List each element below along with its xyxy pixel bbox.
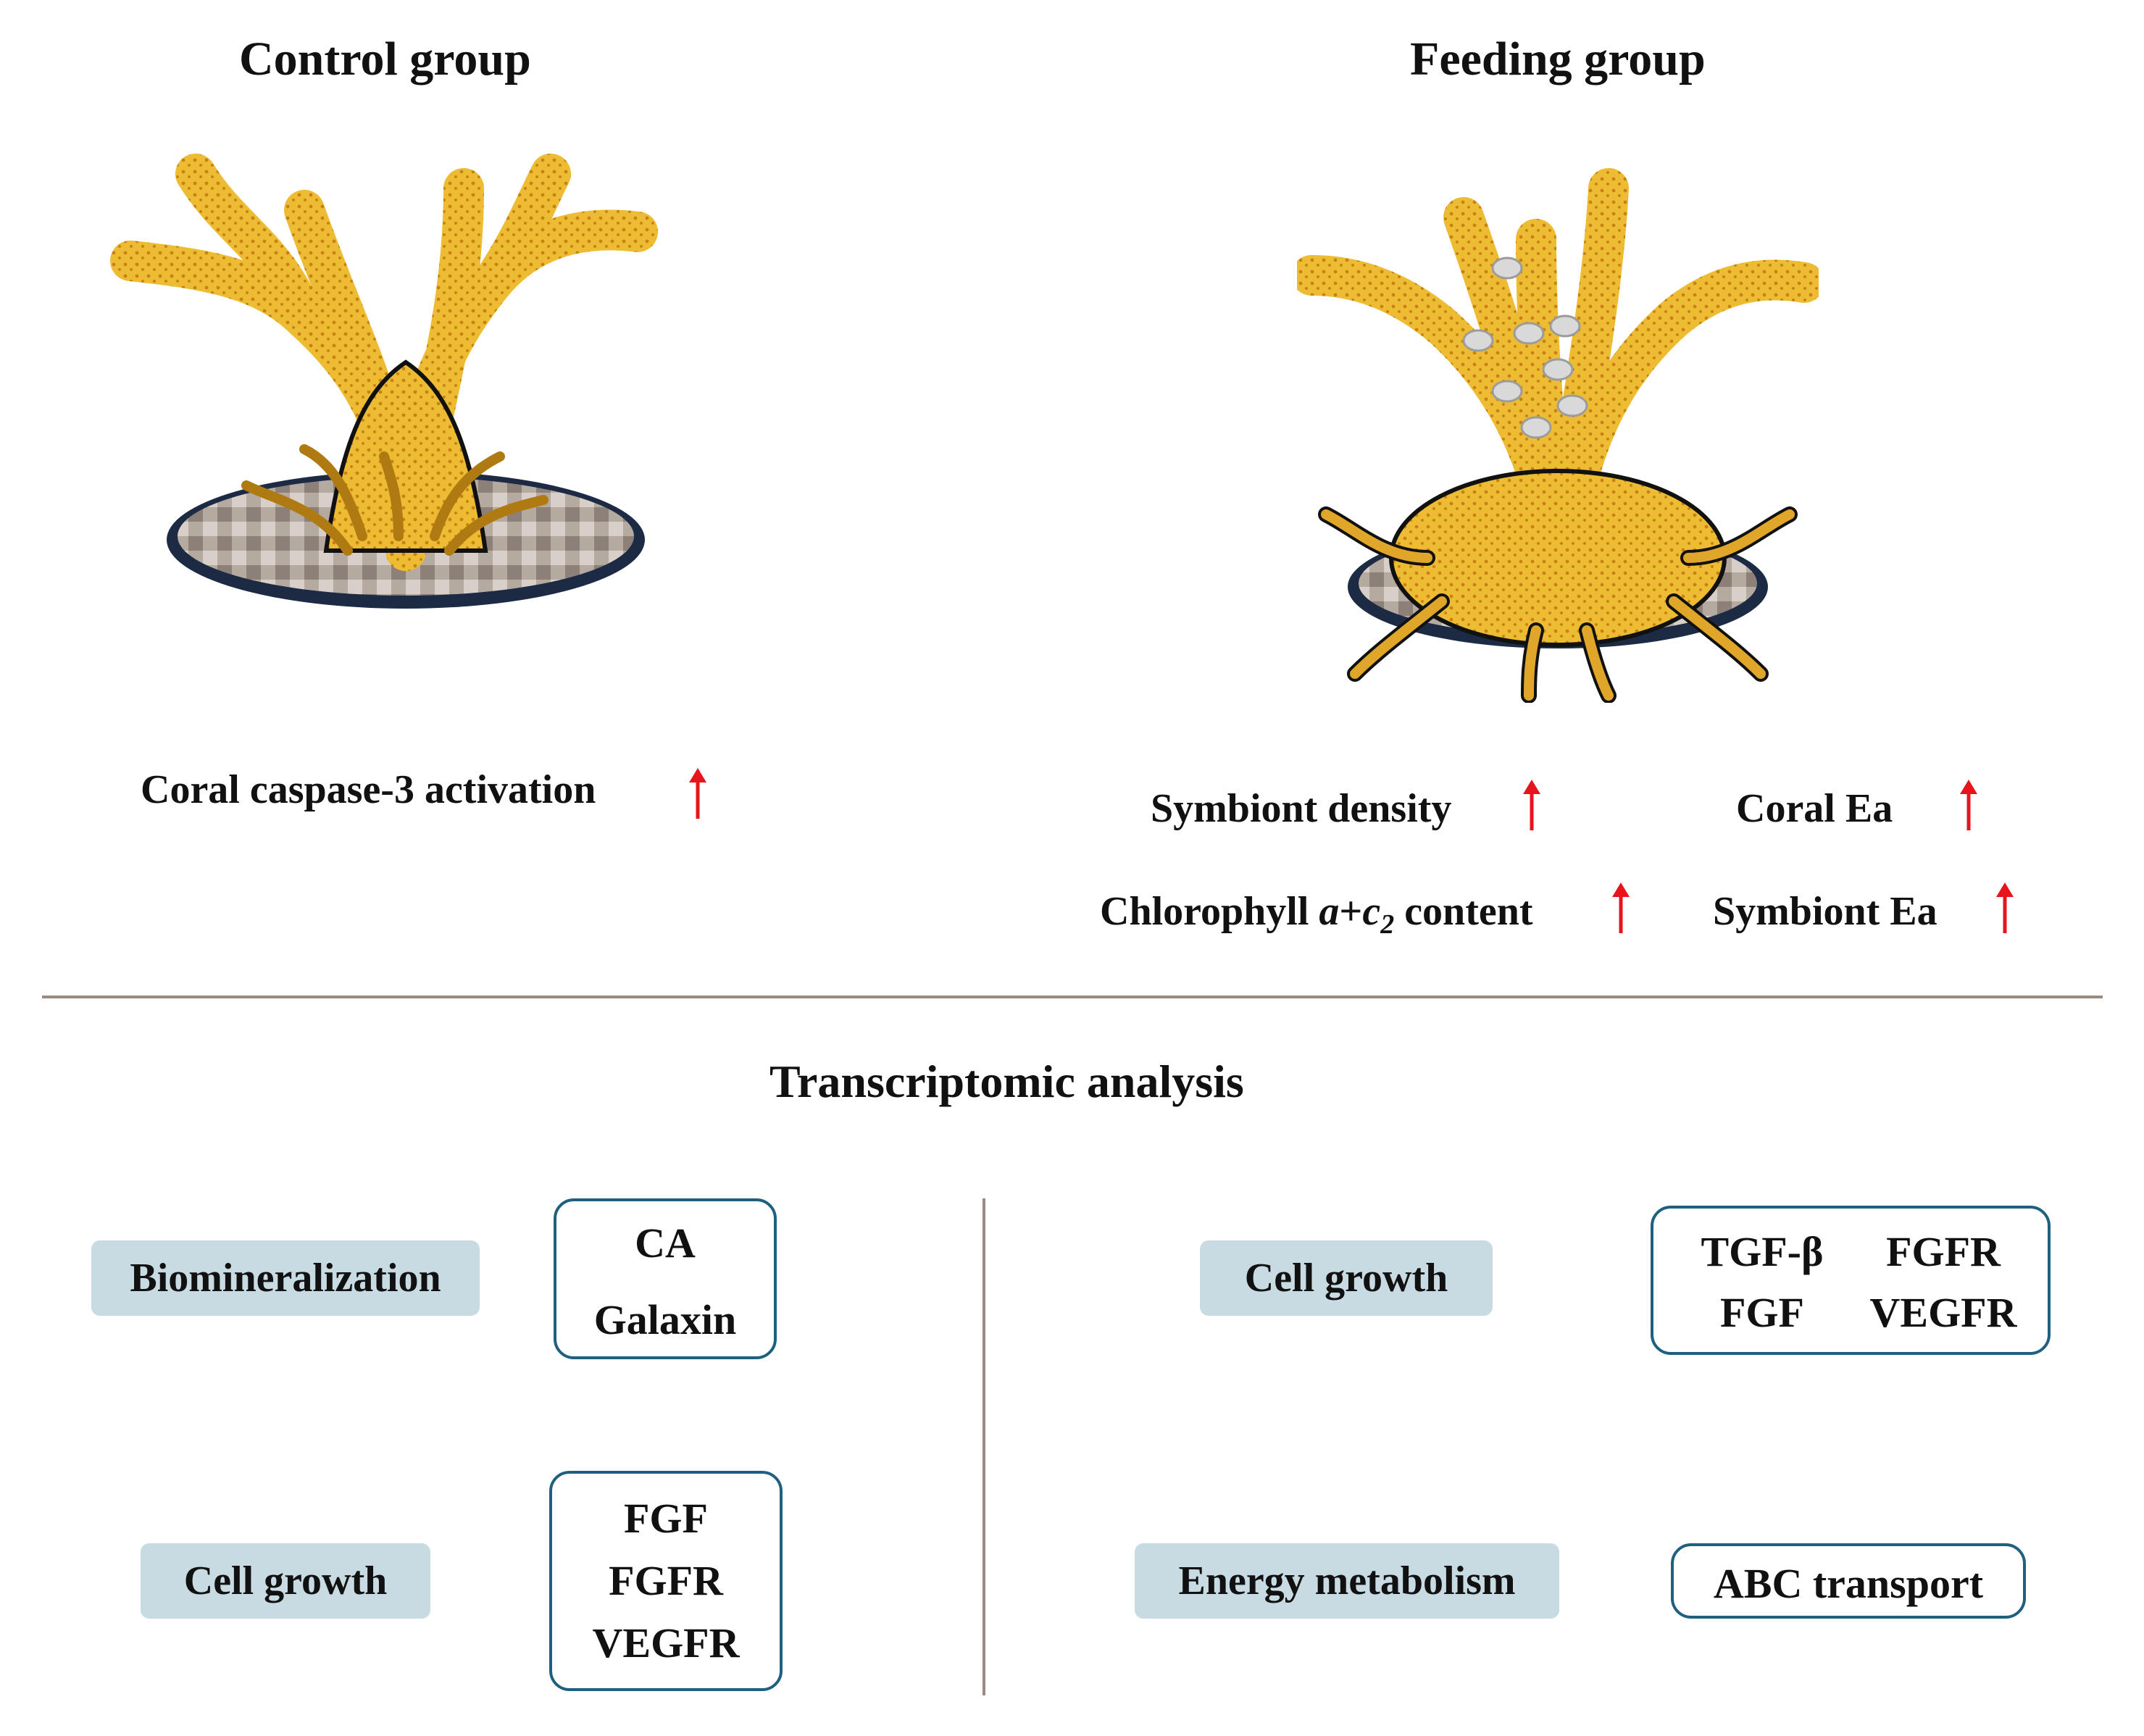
gene-label: FGFR [609,1557,723,1604]
control-coral-illustration [110,154,658,609]
control-group-title: Control group [239,33,531,85]
feeding-effect-1-up-arrow [1523,780,1540,830]
gene-label: TGF-β [1701,1228,1824,1275]
category-cell-growth-feeding: Cell growth [1200,1240,1493,1316]
feeding-effect-chlorophyll: Chlorophyll a+c2 content [1100,889,1533,940]
feeding-effect-symbiont-ea: Symbiont Ea [1713,889,1937,934]
feeding-effect-symbiont-density: Symbiont density [1151,786,1452,831]
gene-label: VEGFR [592,1619,740,1666]
gene-box-cell-growth-feeding: TGF-β FGFR FGF VEGFR [1651,1206,2051,1355]
transcriptomic-title: Transcriptomic analysis [769,1056,1244,1107]
feeding-effect-4-up-arrow [1996,882,2014,933]
feeding-effect-2-up-arrow [1960,780,1977,830]
feeding-group-title: Feeding group [1410,33,1706,85]
control-effect-label: Coral caspase-3 activation [141,767,596,812]
gene-box-energy-metabolism: ABC transport [1671,1543,2026,1619]
gene-label: FGF [624,1495,708,1542]
gene-box-biomineralization: CA Galaxin [554,1198,777,1359]
category-energy-metabolism: Energy metabolism [1135,1543,1559,1619]
feeding-effect-coral-ea: Coral Ea [1736,786,1893,831]
horizontal-divider [42,996,2103,998]
gene-label: ABC transport [1713,1560,1984,1607]
gene-label: CA [635,1219,696,1266]
category-cell-growth-control: Cell growth [141,1543,430,1619]
gene-label: FGF [1720,1289,1804,1336]
gene-box-cell-growth-control: FGF FGFR VEGFR [549,1471,783,1691]
vertical-divider [983,1198,985,1695]
gene-label: VEGFR [1869,1289,2017,1336]
feeding-coral-illustration [1297,168,1819,703]
control-effect-up-arrow [689,768,706,819]
feeding-effect-3-up-arrow [1612,882,1630,933]
gene-label: Galaxin [593,1296,737,1343]
gene-label: FGFR [1886,1228,2001,1275]
category-biomineralization: Biomineralization [91,1240,480,1316]
